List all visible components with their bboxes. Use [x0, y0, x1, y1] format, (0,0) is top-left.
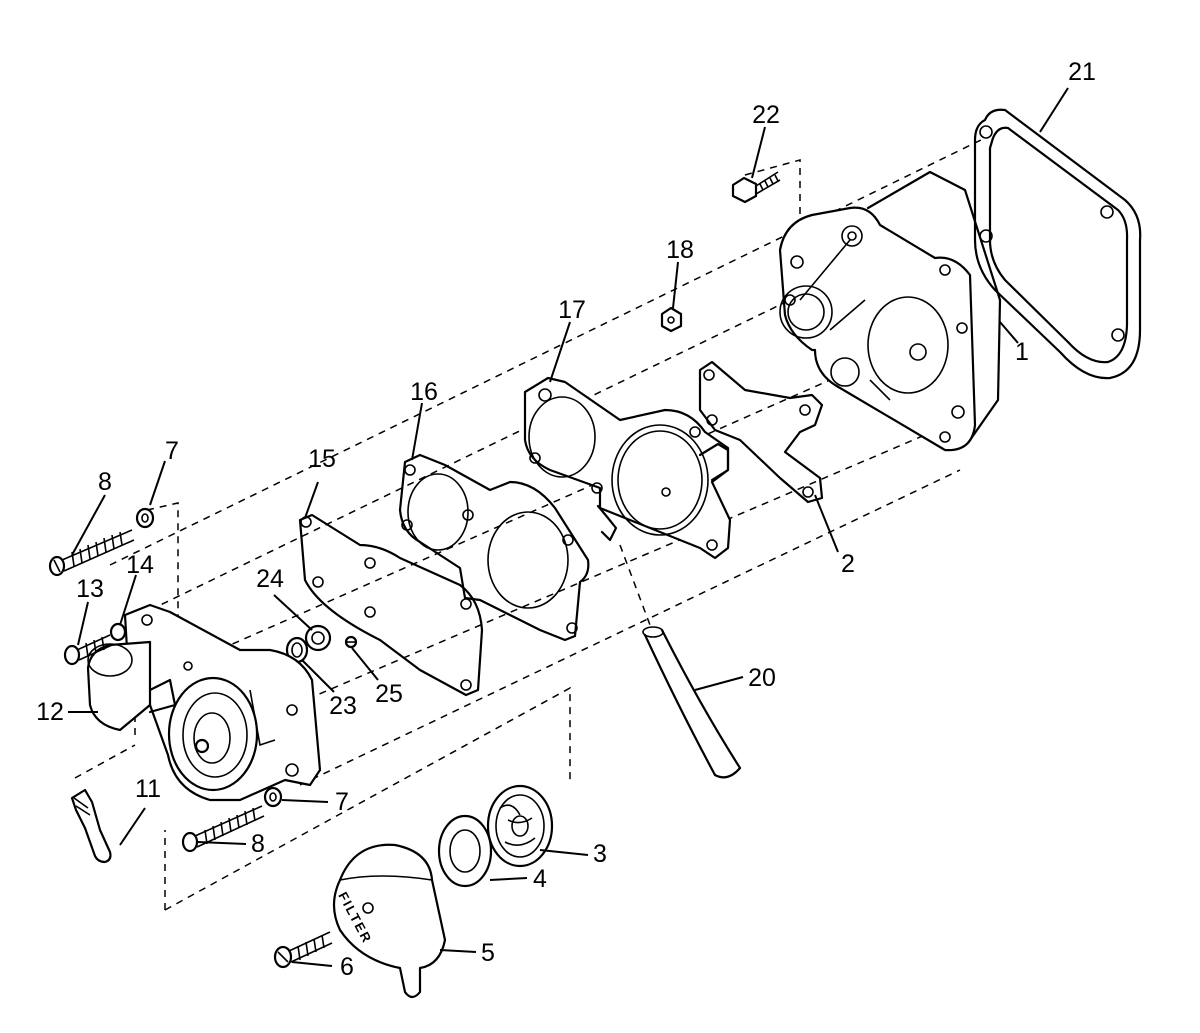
callout-7-top: 7 [165, 437, 179, 465]
callout-24: 24 [256, 565, 284, 593]
part-17-cover-plate [523, 376, 732, 560]
part-14-washer [109, 622, 127, 642]
callout-8-top: 8 [98, 468, 112, 496]
part-13-screw [63, 634, 113, 666]
callout-1: 1 [1015, 338, 1029, 366]
part-11-fitting [70, 788, 112, 864]
part-3-filter-screen [486, 784, 554, 868]
callout-15: 15 [308, 445, 336, 473]
callout-23: 23 [329, 692, 357, 720]
callout-8-bottom: 8 [251, 830, 265, 858]
part-12-pump-housing [86, 603, 322, 802]
part-24-check-valve [304, 624, 332, 652]
part-5-filter-cover: FILTER [332, 843, 447, 999]
callout-12: 12 [36, 698, 64, 726]
part-7-washer-top [135, 507, 155, 529]
callout-6: 6 [340, 953, 354, 981]
part-15-diaphragm [298, 513, 484, 697]
part-7-washer-bottom [263, 786, 283, 808]
callout-18: 18 [666, 236, 694, 264]
callout-20: 20 [748, 664, 776, 692]
part-20-hose [642, 626, 742, 779]
part-2-bracket-plate [698, 360, 824, 504]
part-6-screw [273, 931, 333, 969]
part-1-pump-body [778, 170, 1002, 452]
part-8-screw-top [48, 529, 135, 577]
part-21-bolt [731, 171, 781, 204]
callout-11: 11 [135, 775, 161, 803]
part-18-nut [660, 306, 683, 333]
leader-lines [68, 87, 1069, 967]
callout-14: 14 [126, 551, 154, 579]
callout-25: 25 [375, 680, 403, 708]
callout-16: 16 [410, 378, 438, 406]
callout-3: 3 [593, 840, 607, 868]
callout-13: 13 [76, 575, 104, 603]
callout-labels: 21 1 2 3 4 5 6 7 7 8 8 11 12 13 14 15 16… [36, 58, 1096, 981]
part-16-gasket [398, 453, 590, 642]
callout-22: 21 [1068, 58, 1096, 86]
part-4-gasket-ring [437, 814, 493, 888]
callout-2: 2 [841, 550, 855, 578]
callout-21: 22 [752, 101, 780, 129]
callout-4: 4 [533, 865, 547, 893]
callout-17: 17 [558, 296, 586, 324]
callout-7-bottom: 7 [335, 788, 349, 816]
callout-5: 5 [481, 939, 495, 967]
part-25-screw [344, 635, 358, 649]
